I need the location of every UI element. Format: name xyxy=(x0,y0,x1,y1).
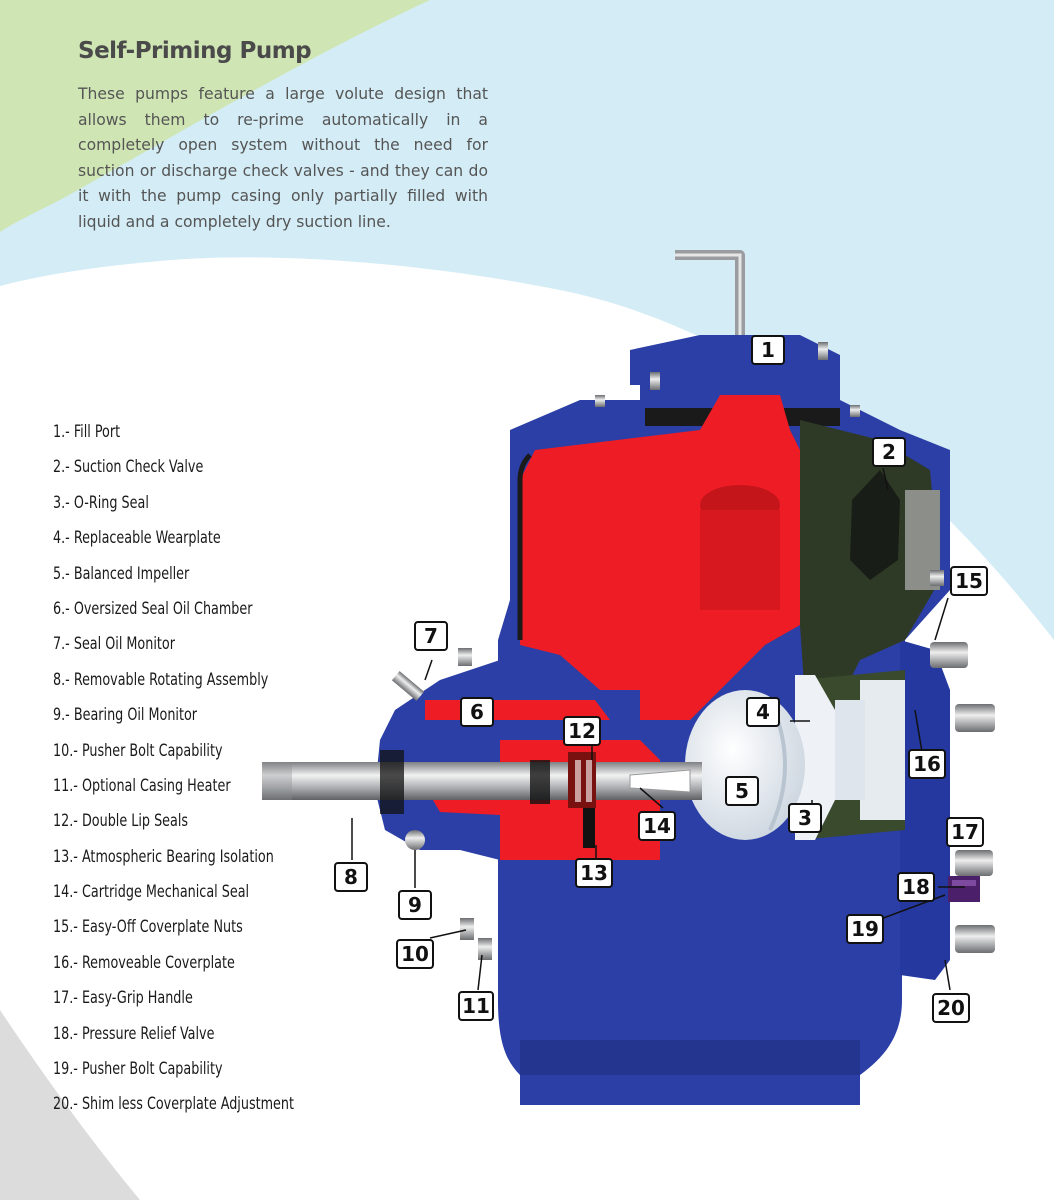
callout-16: 16 xyxy=(908,749,946,779)
coverplate-nut xyxy=(930,570,944,586)
callout-11: 11 xyxy=(458,991,494,1021)
legend-item: 4.- Replaceable Wearplate xyxy=(53,528,221,548)
legend-item: 11.- Optional Casing Heater xyxy=(53,775,231,795)
pump-shaft xyxy=(262,762,702,800)
callout-15: 15 xyxy=(950,566,988,596)
legend-item: 19.- Pusher Bolt Capability xyxy=(53,1059,223,1079)
coverplate-nut xyxy=(955,704,995,732)
coverplate xyxy=(900,640,950,980)
callout-10: 10 xyxy=(396,939,434,969)
callout-6: 6 xyxy=(460,697,494,727)
legend-item: 12.- Double Lip Seals xyxy=(53,811,189,831)
intro-paragraph: These pumps feature a large volute desig… xyxy=(78,85,488,231)
legend-item: 1.- Fill Port xyxy=(53,422,121,441)
parts-legend: 1.- Fill Port 2.- Suction Check Valve 3.… xyxy=(53,414,333,1122)
callout-5: 5 xyxy=(725,776,759,806)
legend-item: 15.- Easy-Off Coverplate Nuts xyxy=(53,917,243,937)
legend-item: 14.- Cartridge Mechanical Seal xyxy=(53,882,250,902)
callout-8: 8 xyxy=(334,862,368,892)
callout-3: 3 xyxy=(788,803,822,833)
coverplate-nut xyxy=(955,850,993,876)
legend-item: 2.- Suction Check Valve xyxy=(53,457,204,477)
callout-2: 2 xyxy=(872,437,906,467)
fill-port-handle xyxy=(675,250,745,335)
wearplate xyxy=(795,675,835,840)
pressure-relief-valve xyxy=(948,876,980,902)
callout-20: 20 xyxy=(932,993,970,1023)
legend-item: 5.- Balanced Impeller xyxy=(53,563,190,583)
legend-item: 13.- Atmospheric Bearing Isolation xyxy=(53,846,274,866)
callout-12: 12 xyxy=(563,716,601,746)
bearing-oil-monitor xyxy=(405,830,425,850)
callout-9: 9 xyxy=(398,890,432,920)
legend-item: 20.- Shim less Coverplate Adjustment xyxy=(53,1094,295,1114)
atmospheric-isolation xyxy=(583,808,595,848)
legend-item: 10.- Pusher Bolt Capability xyxy=(53,740,223,760)
callout-19: 19 xyxy=(846,914,884,944)
fill-port-cap xyxy=(630,335,840,385)
callout-18: 18 xyxy=(897,872,935,902)
legend-item: 3.- O-Ring Seal xyxy=(53,492,149,512)
callout-17: 17 xyxy=(946,817,984,847)
legend-item: 7.- Seal Oil Monitor xyxy=(53,634,175,654)
legend-item: 6.- Oversized Seal Oil Chamber xyxy=(53,598,253,618)
seal-oil-monitor xyxy=(391,671,425,701)
callout-4: 4 xyxy=(746,697,780,727)
volute-cavity xyxy=(520,395,800,720)
callout-14: 14 xyxy=(638,811,676,841)
callout-7: 7 xyxy=(414,621,448,651)
callout-1: 1 xyxy=(751,335,785,365)
callout-13: 13 xyxy=(575,858,613,888)
page-title: Self-Priming Pump xyxy=(78,38,312,64)
coverplate-nut xyxy=(955,925,995,953)
legend-item: 16.- Removeable Coverplate xyxy=(53,952,235,972)
legend-item: 9.- Bearing Oil Monitor xyxy=(53,705,198,725)
coverplate-nut xyxy=(930,642,968,668)
legend-item: 18.- Pressure Relief Valve xyxy=(53,1023,215,1043)
impeller xyxy=(685,690,805,840)
legend-item: 8.- Removable Rotating Assembly xyxy=(53,669,269,689)
legend-item: 17.- Easy-Grip Handle xyxy=(53,988,193,1008)
